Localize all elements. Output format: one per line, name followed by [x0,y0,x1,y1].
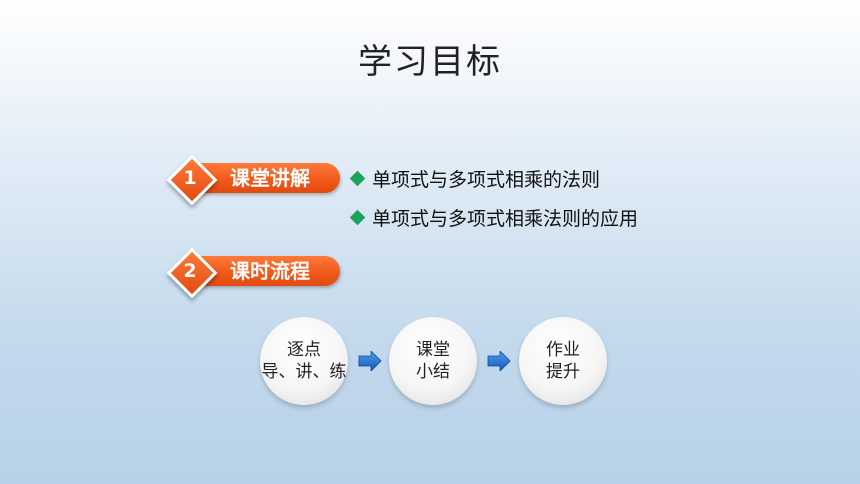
section-class-explanation: 1 课堂讲解 [166,154,348,206]
section-number: 1 [183,167,197,189]
section-class-flow: 2 课时流程 [166,247,348,299]
section-number-badge: 1 [166,154,218,206]
flow-step-line2: 小结 [416,362,450,382]
section-number: 2 [183,260,197,282]
section-number-badge: 2 [166,247,218,299]
list-item: 单项式与多项式相乘的法则 [348,163,638,193]
section-label: 课堂讲解 [230,166,310,190]
flow-step-line1: 作业 [546,340,580,360]
flow-step-line2: 导、讲、练 [261,362,347,382]
flow-step-summary: 课堂 小结 [389,317,477,405]
right-arrow-icon [487,351,511,371]
list-item: 单项式与多项式相乘法则的应用 [348,202,638,232]
flow-step-guided-practice: 逐点 导、讲、练 [260,317,348,405]
green-diamond-bullet-icon [349,209,366,225]
objective-text: 单项式与多项式相乘的法则 [372,168,601,191]
green-diamond-bullet-icon [349,170,366,186]
flow-step-line2: 提升 [546,362,580,382]
flow-step-homework: 作业 提升 [519,317,607,405]
section-label: 课时流程 [230,259,310,283]
page-title: 学习目标 [358,42,502,82]
flow-step-line1: 课堂 [416,340,450,360]
objective-text: 单项式与多项式相乘法则的应用 [372,207,639,230]
flow-step-line1: 逐点 [287,340,321,360]
objective-list: 单项式与多项式相乘的法则 单项式与多项式相乘法则的应用 [348,163,638,241]
right-arrow-icon [358,351,382,371]
